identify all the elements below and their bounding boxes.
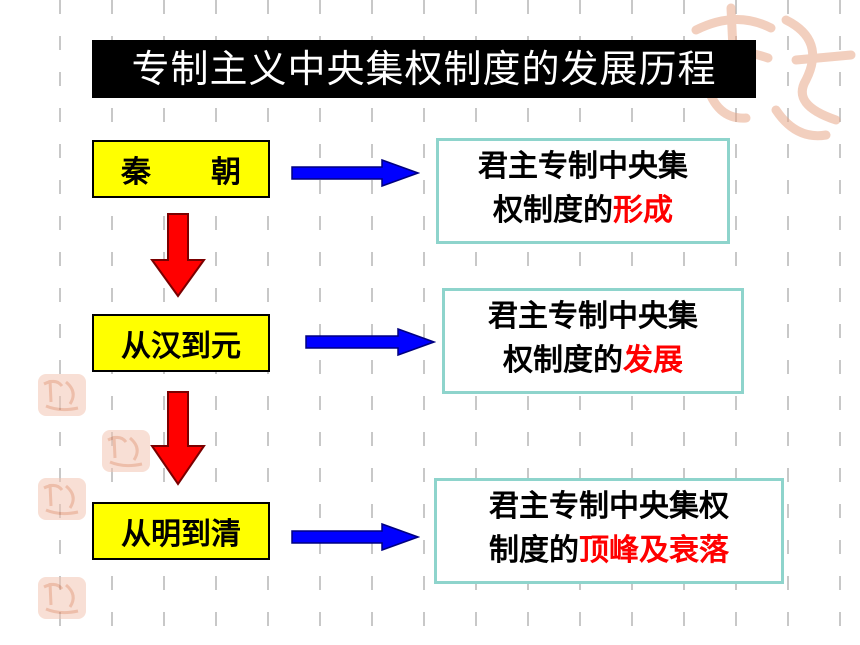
desc-box-development: 君主专制中央集 权制度的发展 bbox=[442, 288, 744, 394]
right-arrow-3 bbox=[291, 522, 420, 552]
desc-line-2: 制度的顶峰及衰落 bbox=[437, 529, 781, 573]
era-box-han-to-yuan: 从汉到元 bbox=[92, 314, 270, 372]
desc-box-peak-decline: 君主专制中央集权 制度的顶峰及衰落 bbox=[434, 478, 784, 584]
era-box-ming-to-qing: 从明到清 bbox=[92, 502, 270, 560]
desc-line-2-text: 权制度的 bbox=[503, 343, 623, 378]
seal-logo-small-4 bbox=[38, 577, 86, 619]
desc-line-1: 君主专制中央集 bbox=[478, 149, 688, 184]
desc-line-2: 权制度的发展 bbox=[445, 339, 741, 383]
highlight-development: 发展 bbox=[623, 343, 683, 378]
desc-line-2-text: 制度的 bbox=[489, 533, 579, 568]
page-title: 专制主义中央集权制度的发展历程 bbox=[92, 40, 756, 98]
desc-line-1: 君主专制中央集 bbox=[488, 299, 698, 334]
seal-logo-small-3 bbox=[38, 478, 86, 520]
seal-logo-small-2 bbox=[102, 430, 150, 472]
right-arrow-2 bbox=[305, 327, 436, 357]
seal-logo-small-1 bbox=[38, 374, 86, 416]
highlight-formation: 形成 bbox=[613, 193, 673, 228]
desc-line-1: 君主专制中央集权 bbox=[489, 489, 729, 524]
down-arrow-2 bbox=[150, 391, 206, 486]
right-arrow-1 bbox=[291, 158, 420, 188]
desc-line-2: 权制度的形成 bbox=[439, 189, 727, 233]
desc-box-formation: 君主专制中央集 权制度的形成 bbox=[436, 138, 730, 244]
highlight-peak-decline: 顶峰及衰落 bbox=[579, 533, 729, 568]
era-box-qin: 秦 朝 bbox=[92, 140, 270, 198]
desc-line-2-text: 权制度的 bbox=[493, 193, 613, 228]
down-arrow-1 bbox=[150, 213, 206, 298]
